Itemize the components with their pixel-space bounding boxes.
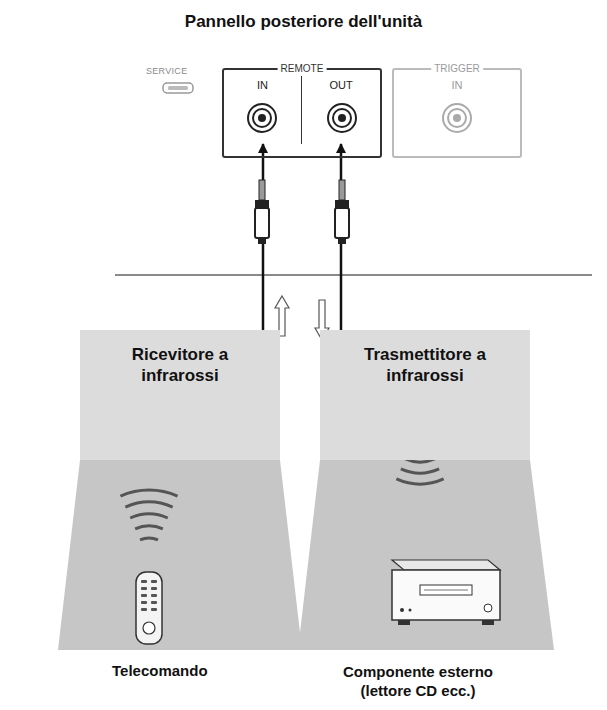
mini-plug xyxy=(255,180,269,244)
jack xyxy=(338,114,346,122)
device-panel: Trasmettitore a infrarossi xyxy=(320,330,530,460)
remote-control xyxy=(136,572,162,644)
title: Pannello posteriore dell'unità xyxy=(0,12,607,32)
jack xyxy=(333,109,351,127)
terminal-label: IN xyxy=(224,78,301,92)
jack xyxy=(453,114,461,122)
floor-panel xyxy=(58,460,302,650)
device-caption: Componente esterno (lettore CD ecc.) xyxy=(326,662,510,700)
panel-label: Trasmettitore a infrarossi xyxy=(332,344,518,386)
separator-line xyxy=(115,274,592,276)
jack-terminal: OUT xyxy=(302,76,380,144)
ir-waves xyxy=(120,490,177,540)
jack xyxy=(448,109,466,127)
terminal-label: OUT xyxy=(302,78,380,92)
jack xyxy=(258,114,266,122)
connector-group: TRIGGERIN xyxy=(392,68,522,158)
device-panel: Ricevitore a infrarossi xyxy=(80,330,280,460)
jack-terminal: IN xyxy=(224,76,302,144)
jack xyxy=(443,104,471,132)
group-label: REMOTE xyxy=(278,62,327,75)
usb-port xyxy=(163,83,193,93)
jack xyxy=(328,104,356,132)
terminal-label: IN xyxy=(419,78,495,92)
jack xyxy=(253,109,271,127)
connector-group: REMOTEINOUT xyxy=(222,68,382,158)
floor-panel xyxy=(298,460,554,650)
port-label: SERVICE xyxy=(146,66,187,76)
usb-port xyxy=(168,86,188,90)
cd-player xyxy=(392,560,500,625)
jack xyxy=(248,104,276,132)
mini-plug xyxy=(335,180,349,244)
device-caption: Telecomando xyxy=(112,662,208,679)
group-label: TRIGGER xyxy=(431,62,483,75)
jack-terminal: IN xyxy=(419,76,495,144)
panel-label: Ricevitore a infrarossi xyxy=(91,344,269,386)
